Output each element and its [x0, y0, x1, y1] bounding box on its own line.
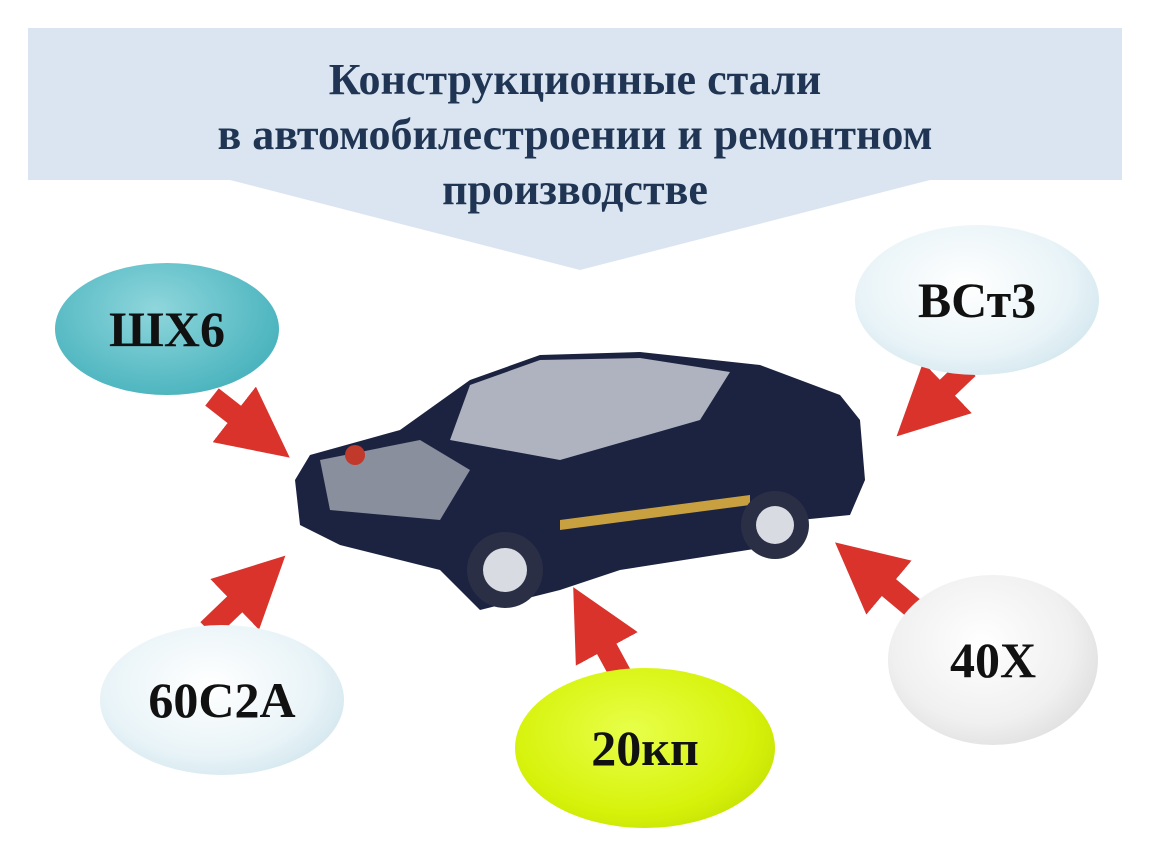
slide-title: Конструкционные стали в автомобилестроен…	[28, 52, 1122, 217]
arrow-40x	[835, 542, 926, 621]
steel-vst3: ВСт3	[855, 225, 1099, 375]
arrow-vst3	[896, 360, 976, 437]
title-line-2: в автомобилестроении и ремонтном	[217, 110, 933, 159]
steel-label: 20кп	[591, 720, 699, 776]
steel-label: ВСт3	[917, 272, 1037, 328]
steel-shx6: ШХ6	[55, 263, 279, 395]
steel-label: 60С2А	[148, 672, 296, 728]
steel-label: 40Х	[949, 632, 1037, 688]
title-line-1: Конструкционные стали	[328, 55, 822, 104]
steel-60s2a: 60С2А	[100, 625, 344, 775]
title-line-3: производстве	[442, 165, 708, 214]
arrow-shx6	[205, 386, 290, 458]
steel-20kp: 20кп	[515, 668, 775, 828]
steel-label: ШХ6	[108, 301, 225, 357]
arrow-60s2a	[200, 555, 286, 638]
car-illustration	[295, 352, 865, 610]
steel-40x: 40Х	[888, 575, 1098, 745]
